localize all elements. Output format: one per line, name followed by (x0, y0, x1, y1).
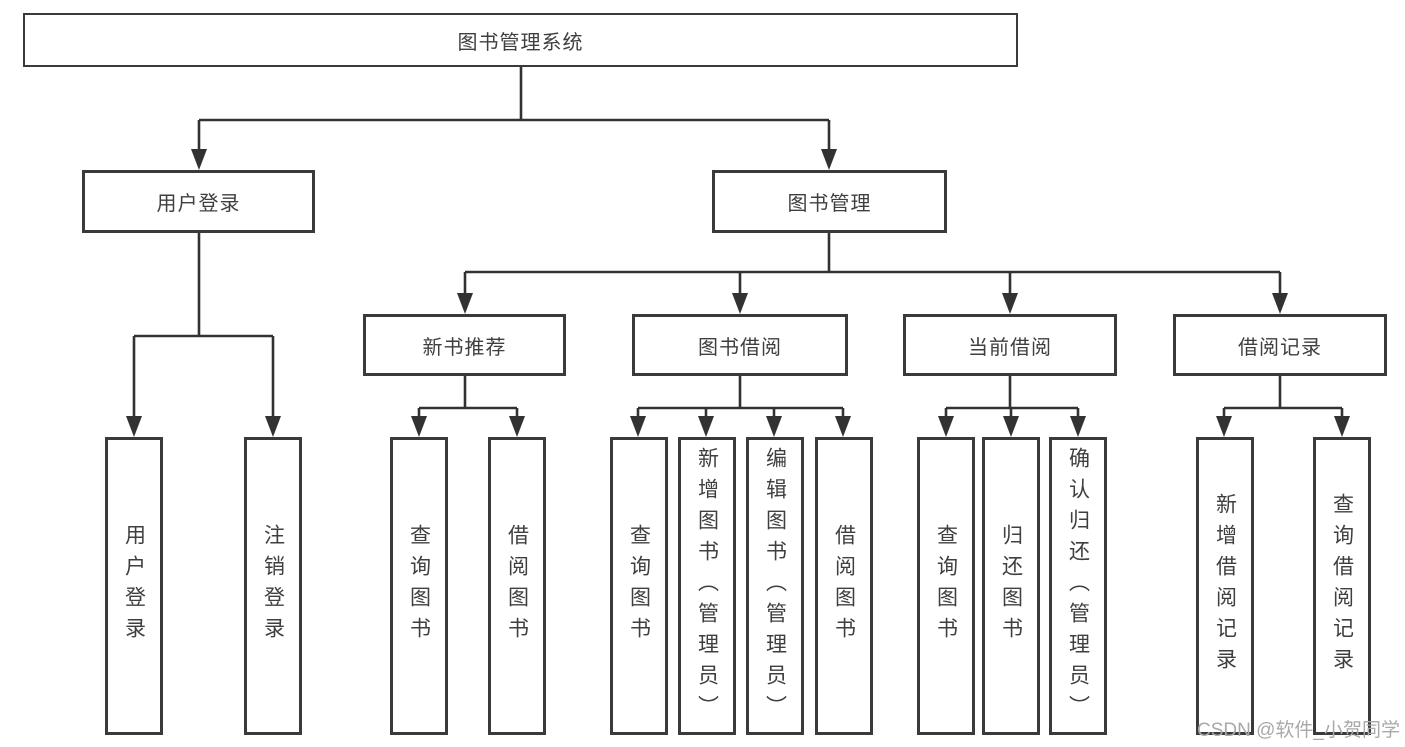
node-new-book-recommend-label: 新书推荐 (422, 336, 507, 359)
leaf-borrow-books-recommend-label: 借阅图书 (505, 524, 529, 648)
node-user-login: 用户登录 (82, 170, 315, 233)
leaf-return-book-label: 归还图书 (999, 524, 1023, 648)
node-current-borrowing: 当前借阅 (903, 314, 1117, 376)
connector-root-to-level2 (191, 66, 837, 170)
leaf-borrow-books: 借阅图书 (815, 437, 873, 735)
connector-book-borrowing-to-leaves (630, 375, 851, 437)
leaf-user-login: 用户登录 (105, 437, 163, 735)
leaf-confirm-return-admin: 确认归还（管理员） (1049, 437, 1107, 735)
leaf-borrow-books-recommend: 借阅图书 (488, 437, 546, 735)
node-book-management: 图书管理 (712, 170, 947, 233)
leaf-add-borrow-record: 新增借阅记录 (1196, 437, 1254, 735)
node-user-login-label: 用户登录 (156, 193, 241, 215)
connector-user-login-to-leaves (126, 232, 281, 437)
connector-current-borrowing-to-leaves (938, 375, 1086, 437)
connector-borrowing-records-to-leaves (1216, 375, 1350, 437)
leaf-query-books-recommend-label: 查询图书 (407, 524, 431, 648)
leaf-edit-book-admin: 编辑图书（管理员） (746, 437, 804, 735)
leaf-query-books-borrowing-label: 查询图书 (627, 524, 651, 648)
csdn-watermark: CSDN @软件_小贺同学 (1197, 720, 1400, 741)
node-current-borrowing-label: 当前借阅 (968, 336, 1052, 359)
connector-new-book-recommend-to-leaves (411, 375, 525, 437)
leaf-add-borrow-record-label: 新增借阅记录 (1213, 493, 1237, 679)
node-library-system-label: 图书管理系统 (457, 31, 584, 54)
node-borrowing-records: 借阅记录 (1173, 314, 1387, 376)
leaf-query-books-current-label: 查询图书 (934, 524, 958, 648)
node-book-borrowing: 图书借阅 (632, 314, 848, 376)
leaf-query-books-recommend: 查询图书 (390, 437, 448, 735)
leaf-add-book-admin-label: 新增图书（管理员） (695, 446, 719, 726)
node-library-system: 图书管理系统 (23, 13, 1018, 67)
leaf-edit-book-admin-label: 编辑图书（管理员） (763, 446, 787, 726)
leaf-logout-label: 注销登录 (261, 524, 285, 648)
leaf-logout: 注销登录 (244, 437, 302, 735)
node-book-management-label: 图书管理 (787, 193, 872, 215)
leaf-query-books-borrowing: 查询图书 (610, 437, 668, 735)
leaf-return-book: 归还图书 (982, 437, 1040, 735)
leaf-confirm-return-admin-label: 确认归还（管理员） (1066, 446, 1090, 726)
leaf-user-login-label: 用户登录 (122, 524, 146, 648)
leaf-borrow-books-label: 借阅图书 (832, 524, 856, 648)
node-book-borrowing-label: 图书借阅 (698, 336, 782, 359)
node-borrowing-records-label: 借阅记录 (1238, 336, 1322, 359)
node-new-book-recommend: 新书推荐 (363, 314, 566, 376)
connector-book-management-to-level3 (457, 232, 1288, 314)
leaf-query-borrow-record: 查询借阅记录 (1313, 437, 1371, 735)
leaf-query-borrow-record-label: 查询借阅记录 (1330, 493, 1354, 679)
leaf-add-book-admin: 新增图书（管理员） (678, 437, 736, 735)
leaf-query-books-current: 查询图书 (917, 437, 975, 735)
